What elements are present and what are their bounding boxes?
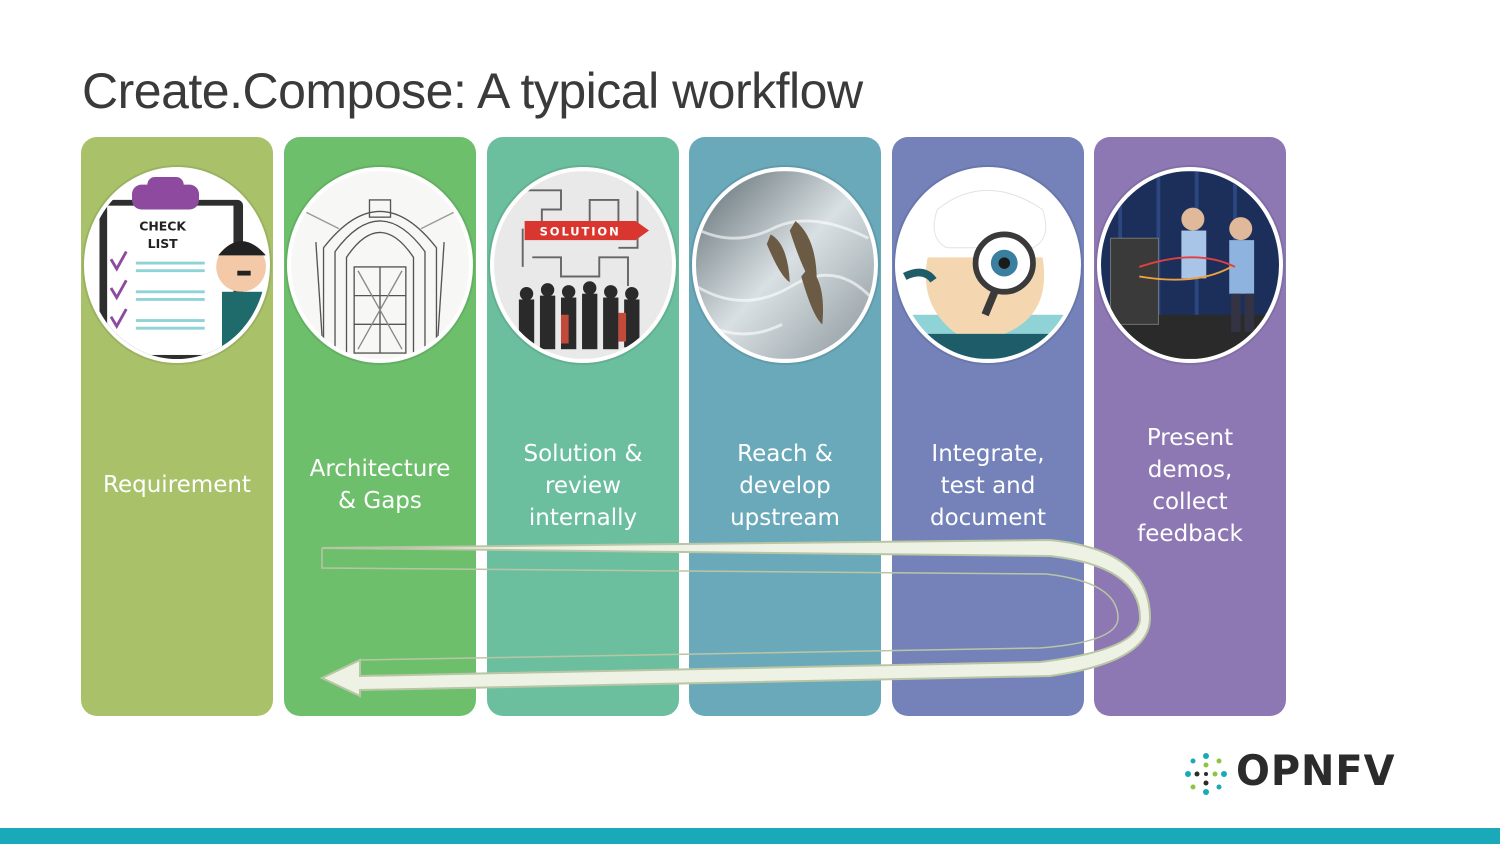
label-requirement: Requirement bbox=[81, 469, 273, 501]
opnfv-wordmark: OPNFV bbox=[1236, 746, 1396, 795]
label-line: review bbox=[544, 473, 622, 499]
label-line: upstream bbox=[730, 505, 840, 531]
column-architecture: Architecture & Gaps bbox=[284, 137, 476, 716]
column-integrate: Integrate, test and document bbox=[892, 137, 1084, 716]
label-line: collect bbox=[1152, 489, 1228, 515]
label-present: Present demos, collect feedback bbox=[1094, 422, 1286, 550]
label-line: internally bbox=[528, 505, 638, 531]
magnifier-inspector-icon bbox=[899, 171, 1077, 359]
label-line: feedback bbox=[1137, 521, 1243, 547]
opnfv-logo: OPNFV bbox=[1182, 746, 1396, 800]
integrate-image bbox=[895, 167, 1081, 363]
column-solution: SOLUTION Solution & review internally bbox=[487, 137, 679, 716]
checklist-clipboard-icon: CHECK LIST bbox=[88, 171, 266, 359]
column-requirement: CHECK LIST bbox=[81, 137, 273, 716]
label-integrate: Integrate, test and document bbox=[892, 438, 1084, 534]
checklist-text-list: LIST bbox=[148, 236, 179, 251]
label-line: Present bbox=[1146, 425, 1234, 451]
label-line: Architecture bbox=[309, 456, 451, 482]
label-line: Solution & bbox=[523, 441, 643, 467]
solution-maze-crowd-icon: SOLUTION bbox=[494, 171, 672, 359]
present-image bbox=[1097, 167, 1283, 363]
label-line: demos, bbox=[1147, 457, 1233, 483]
architecture-sketch-icon bbox=[291, 171, 469, 359]
opnfv-burst-icon bbox=[1185, 753, 1227, 795]
label-line: Integrate, bbox=[931, 441, 1045, 467]
column-present: Present demos, collect feedback bbox=[1094, 137, 1286, 716]
solution-banner-text: SOLUTION bbox=[540, 224, 621, 238]
solution-banner bbox=[524, 220, 650, 241]
label-line: document bbox=[929, 505, 1047, 531]
demo-stage-photo-icon bbox=[1101, 171, 1279, 359]
column-upstream: Reach & develop upstream bbox=[689, 137, 881, 716]
architecture-image bbox=[287, 167, 473, 363]
label-line: develop bbox=[739, 473, 831, 499]
bottom-accent-bar bbox=[0, 828, 1500, 844]
label-line: & Gaps bbox=[338, 488, 422, 514]
slide-title: Create.Compose: A typical workflow bbox=[82, 63, 863, 119]
salmon-jumping-icon bbox=[696, 171, 874, 359]
label-line: test and bbox=[940, 473, 1036, 499]
label-line: Requirement bbox=[103, 472, 251, 498]
label-line: Reach & bbox=[737, 441, 833, 467]
upstream-image bbox=[692, 167, 878, 363]
label-solution: Solution & review internally bbox=[487, 438, 679, 534]
checklist-image: CHECK LIST bbox=[84, 167, 270, 363]
checklist-text-check: CHECK bbox=[139, 219, 187, 234]
label-architecture: Architecture & Gaps bbox=[284, 453, 476, 517]
label-upstream: Reach & develop upstream bbox=[689, 438, 881, 534]
solution-image: SOLUTION bbox=[490, 167, 676, 363]
